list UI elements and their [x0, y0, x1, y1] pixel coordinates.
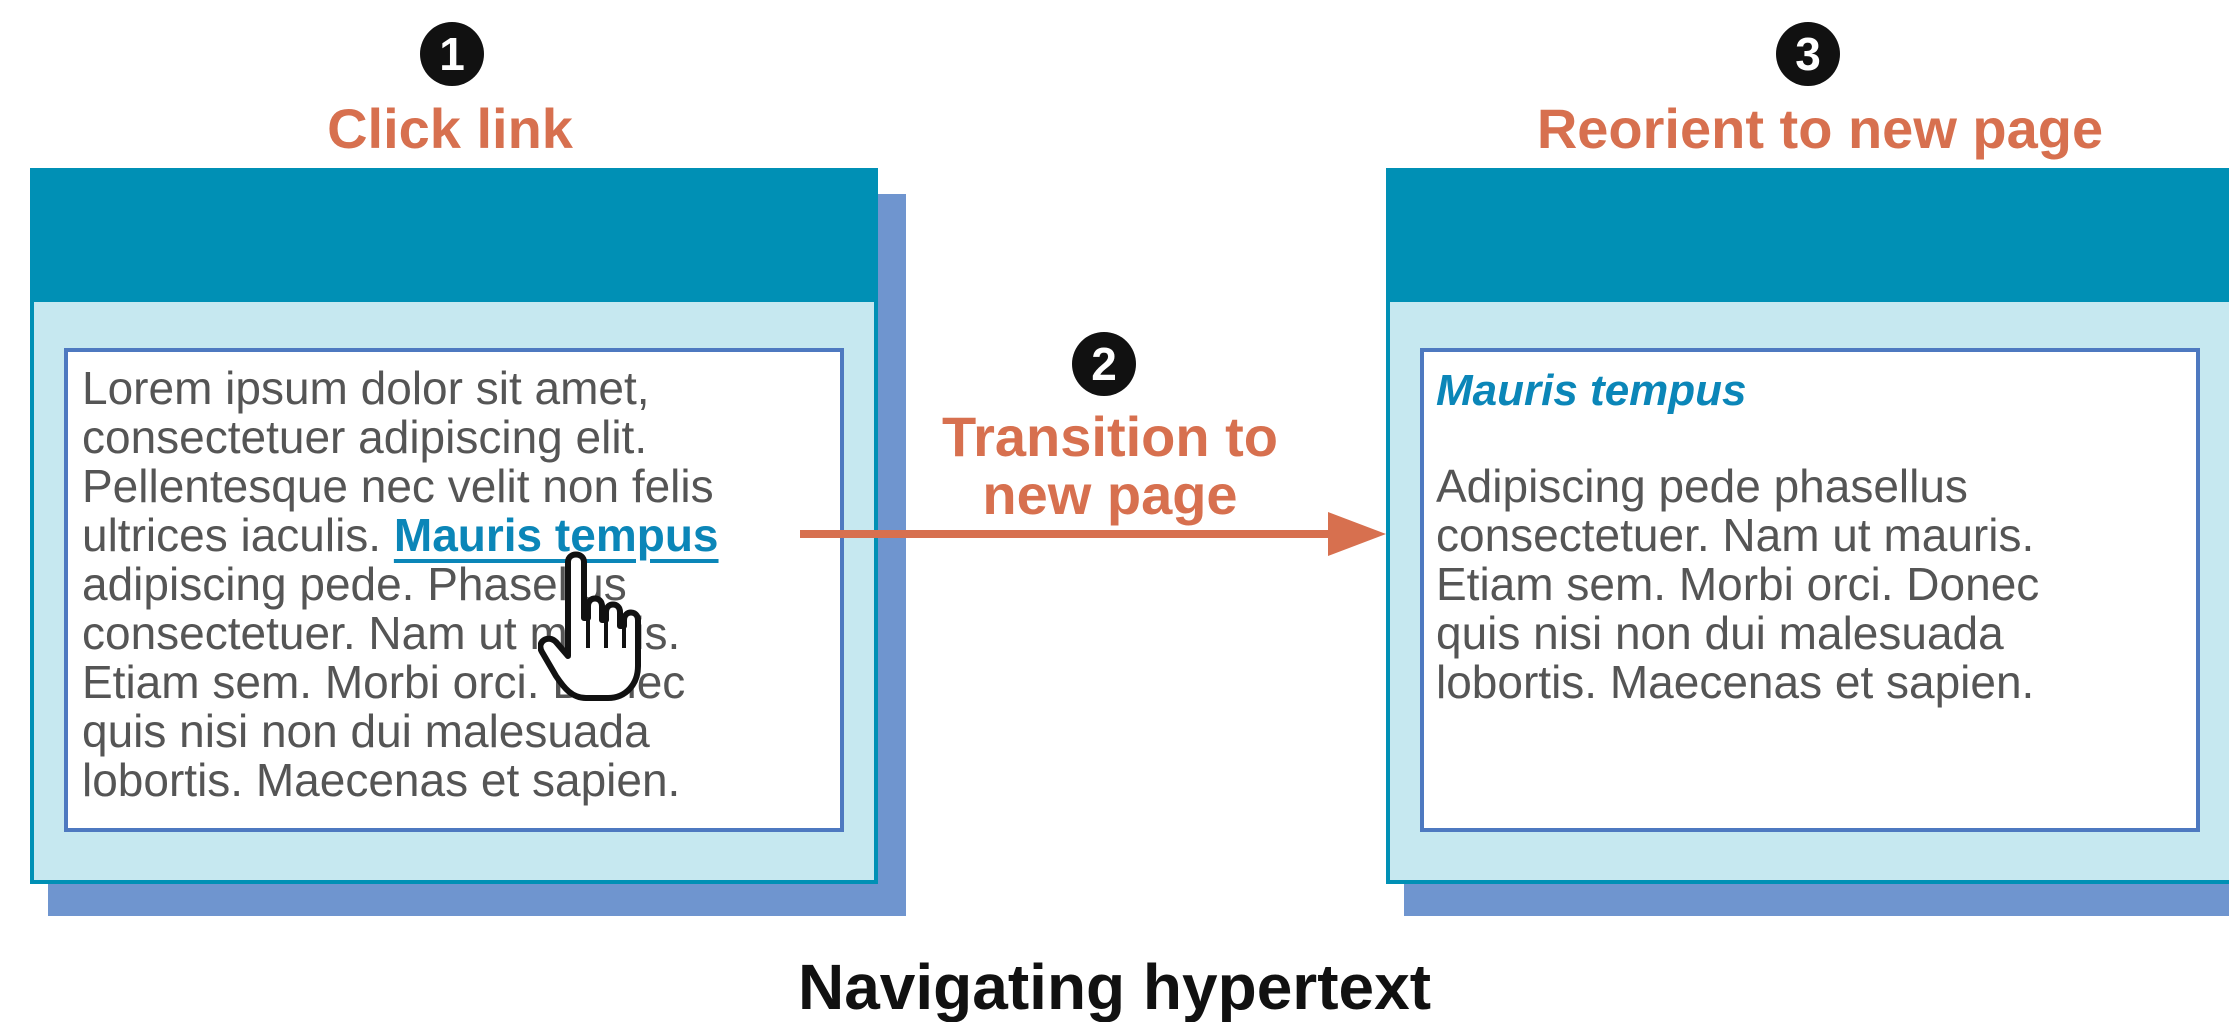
arrow-right-icon — [800, 512, 1386, 556]
destination-page-content-box: Mauris tempus Adipiscing pede phasellus … — [1420, 348, 2200, 832]
diagram-caption: Navigating hypertext — [797, 951, 1432, 1022]
step-2-label-line2: new page — [982, 463, 1238, 526]
source-page-text: Lorem ipsum dolor sit amet, consectetuer… — [82, 364, 719, 805]
step-1-number: 1 — [420, 22, 484, 86]
destination-page-window: Mauris tempus Adipiscing pede phasellus … — [1386, 168, 2229, 884]
source-page-content-box: Lorem ipsum dolor sit amet, consectetuer… — [64, 348, 844, 832]
source-text-before-link: Lorem ipsum dolor sit amet, consectetuer… — [82, 362, 714, 561]
mauris-tempus-link[interactable]: Mauris tempus — [393, 509, 719, 561]
destination-page-title: Mauris tempus — [1436, 366, 1747, 415]
destination-page-header — [1390, 172, 2229, 302]
source-page-header — [34, 172, 874, 302]
source-page-window: Lorem ipsum dolor sit amet, consectetuer… — [30, 168, 878, 884]
destination-page-text: Adipiscing pede phasellus consectetuer. … — [1436, 460, 2040, 708]
step-1-label: Click link — [327, 97, 573, 160]
hand-pointer-icon — [538, 551, 641, 701]
source-text-after-link: adipiscing pede. Phasellus consectetuer.… — [82, 558, 685, 806]
step-2-label-line1: Transition to — [942, 405, 1278, 468]
step-3-number: 3 — [1776, 22, 1840, 86]
step-2-number: 2 — [1072, 332, 1136, 396]
step-3-label: Reorient to new page — [1536, 97, 2104, 160]
